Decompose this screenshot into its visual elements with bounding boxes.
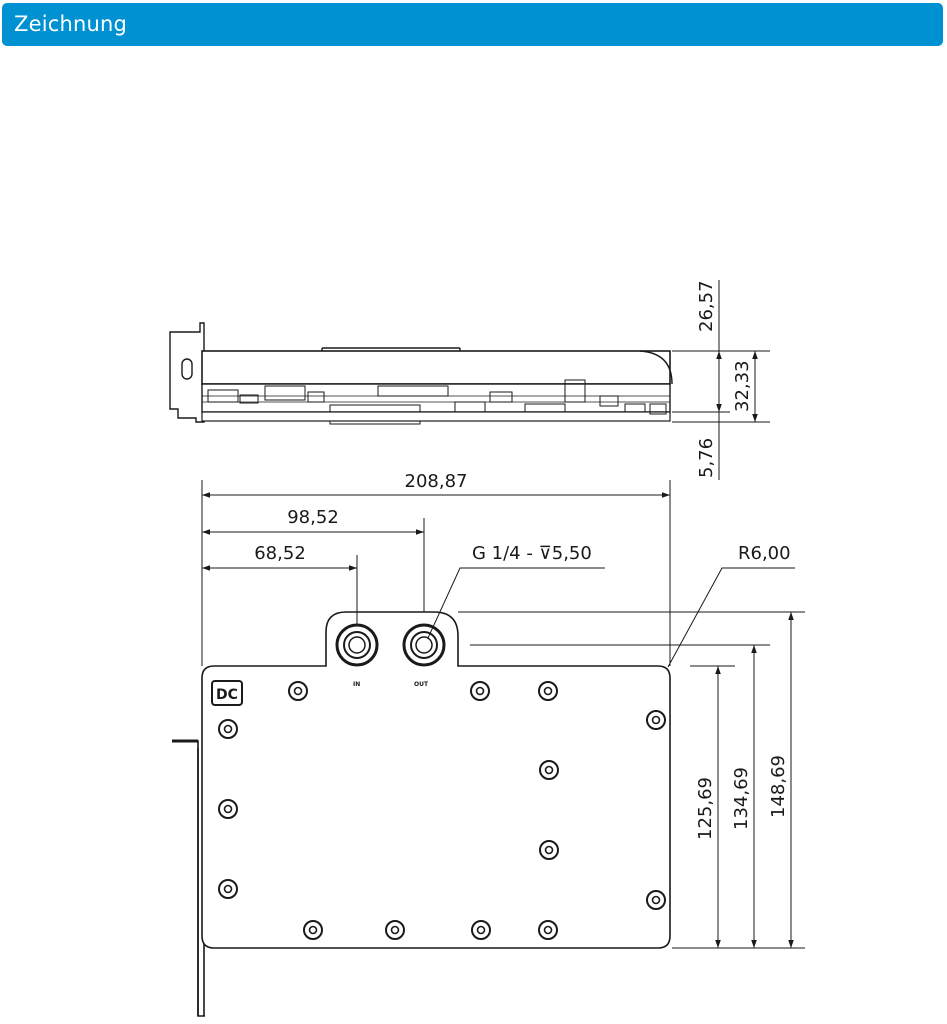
top-dimensions [201,480,805,949]
screw-icon [288,681,308,701]
dim-height-lower: 5,76 [696,438,717,478]
dim-total-width: 208,87 [405,471,468,492]
screw-icon [538,681,558,701]
screw-icon [539,840,559,860]
screw-icon [218,879,238,899]
logo-text: DC [216,687,238,703]
port-out-label: OUT [414,681,429,688]
brand-logo: DC [211,680,243,706]
screw-icon [538,920,558,940]
port-in-label: IN [353,681,360,688]
screw-icon [470,681,490,701]
screw-icon [218,799,238,819]
terminal-ports [335,623,446,667]
side-view [169,322,673,425]
dim-height-upper: 26,57 [696,280,717,332]
side-block [201,350,671,385]
screw-icon [218,719,238,739]
dim-length-plate: 125,69 [695,777,716,840]
screw-icon [539,760,559,780]
dim-outlet-offset: 98,52 [287,507,339,528]
screw-icon [646,890,666,910]
bracket-slot [181,358,193,380]
section-header: Zeichnung [2,3,943,46]
side-pcb [201,383,671,413]
side-bracket [169,322,205,423]
side-dimensions [672,280,770,480]
top-bracket [172,740,205,1017]
section-title: Zeichnung [14,12,128,36]
dim-corner-radius: R6,00 [738,543,791,564]
dim-length-mid: 134,69 [731,767,752,830]
screw-group [218,681,666,940]
top-view [172,611,671,1017]
dim-inlet-offset: 68,52 [254,543,306,564]
screw-icon [471,920,491,940]
screw-icon [303,920,323,940]
screw-icon [385,920,405,940]
dim-length-total: 148,69 [768,755,789,818]
screw-icon [646,710,666,730]
dim-height-total: 32,33 [732,360,753,412]
dim-thread-spec: G 1/4 - ⊽5,50 [472,543,592,564]
